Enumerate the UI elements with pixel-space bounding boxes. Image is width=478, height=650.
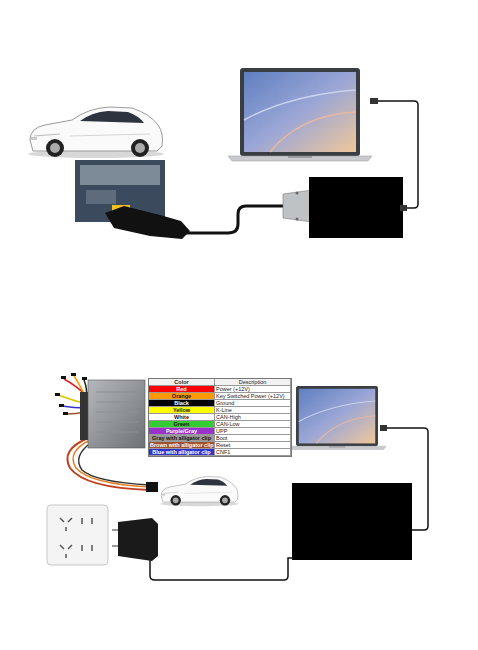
laptop [228,68,372,161]
color-swatch: Red [149,386,215,393]
signal-name: K-Line [216,407,232,413]
usb-cable [370,98,378,104]
device-box [292,483,412,560]
wire-color-name: Red [176,386,186,392]
wire-color-name: Purple/Gray [166,428,197,434]
wall-outlet [60,518,72,531]
ecu-wires [82,377,87,380]
color-swatch: Brown with alligator clip [149,442,215,449]
laptop [228,68,372,161]
obd-cable [186,206,287,233]
car-photo [28,107,164,158]
car-photo [160,477,239,507]
obd-cable [105,206,190,239]
power-adapter [112,518,294,580]
ecu-unit [96,392,138,432]
obd-cable [296,218,299,221]
header-text: Color [174,379,188,385]
wall-outlet [82,518,92,524]
wall-outlet [47,505,108,565]
obd-cable [105,190,312,239]
wire-color-name: Orange [172,393,191,399]
signal-name: Key Switched Power (+12V) [216,393,285,399]
laptop [288,386,386,450]
wire-color-name: Black [174,400,189,406]
color-swatch: White [149,414,215,421]
usb-cable [370,98,418,211]
wire-color-table: Color DescriptionRed Power (+12V) Orange Key… [148,378,292,457]
color-swatch: Yellow [149,407,215,414]
wall-outlet [82,545,92,551]
ecu-unit [80,380,145,448]
color-swatch: Purple/Gray [149,428,215,435]
device-box [309,177,403,238]
wire-color-name: Green [174,421,190,427]
power-adapter [112,530,118,546]
usb-cable [380,425,387,431]
wire-description: Power (+12V) [215,386,291,393]
wire-description: Boot [215,435,291,442]
ecu-wires [61,376,66,379]
table-header: Description [215,379,291,386]
wire-description: CNF1 [215,449,291,456]
wire-description: Key Switched Power (+12V) [215,393,291,400]
obd-cable [296,192,299,195]
wire-description: CAN-Low [215,421,291,428]
wire-color-name: Yellow [173,407,190,413]
car-photo [160,477,239,507]
ecu-wires [55,393,60,396]
signal-name: CAN-Low [216,421,240,427]
ecu-wires [146,482,158,492]
color-swatch: Green [149,421,215,428]
wall-outlet [60,545,72,558]
obd-port-photo [86,190,116,204]
wire-description: CAN-High [215,414,291,421]
wire-description: K-Line [215,407,291,414]
ecu-wires [55,373,158,492]
usb-cable [372,101,418,208]
color-swatch: Orange [149,393,215,400]
signal-name: Reset [216,442,230,448]
wire-color-name: Blue with alligator clip [152,449,210,455]
ecu-unit [88,380,145,448]
color-swatch: Black [149,400,215,407]
power-adapter [118,518,158,561]
header-text: Description [239,379,267,385]
usb-cable [400,205,407,211]
laptop [288,386,386,450]
signal-name: Power (+12V) [216,386,250,392]
car-photo [28,107,164,158]
wire-description: Reset [215,442,291,449]
wire-description: UPP [215,428,291,435]
signal-name: CAN-High [216,414,241,420]
signal-name: UPP [216,428,227,434]
ecu-wires [79,442,150,485]
signal-name: Ground [216,400,234,406]
obd-cable [283,190,312,222]
ecu-wires [63,412,68,415]
table-header: Color [149,379,215,386]
color-swatch: Gray with alligator clip [149,435,215,442]
wire-description: Ground [215,400,291,407]
wire-color-name: White [174,414,189,420]
obd-port-photo [80,165,160,185]
wire-color-name: Gray with alligator clip [152,435,211,441]
wall-outlet [47,505,108,565]
wire-color-name: Brown with alligator clip [150,442,214,448]
ecu-wires [59,404,64,407]
signal-name: Boot [216,435,227,441]
ecu-wires [71,373,76,376]
color-swatch: Blue with alligator clip [149,449,215,456]
power-adapter [150,558,294,580]
signal-name: CNF1 [216,449,230,455]
